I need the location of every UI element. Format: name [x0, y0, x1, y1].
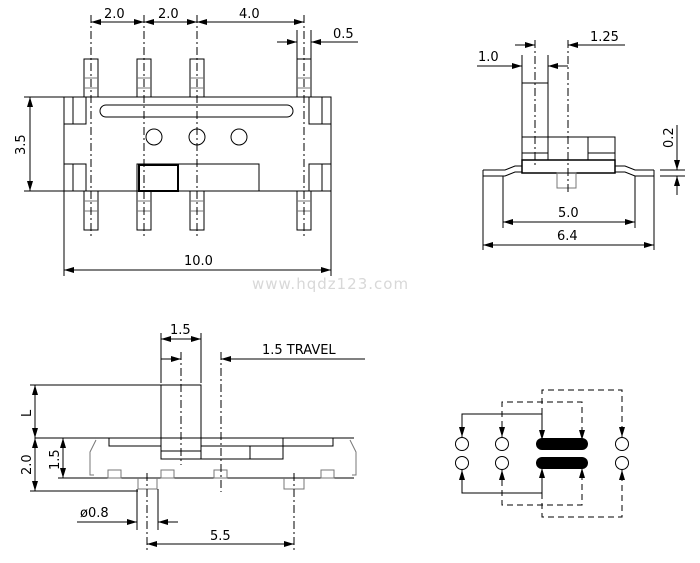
dim-travel: 1.5 TRAVEL [262, 343, 336, 358]
dim-pitch-2: 2.0 [158, 7, 179, 22]
watermark: www.hqdz123.com [252, 275, 409, 293]
dim-housing-height: 1.5 [48, 449, 63, 470]
actuator-knob [138, 164, 179, 192]
housing [35, 437, 354, 479]
dim-thickness: 0.2 [662, 127, 677, 148]
terminal-arrows [459, 427, 625, 480]
top-view: 2.0 2.0 4.0 0.5 3.5 10.0 [14, 7, 358, 276]
dim-pitch-3: 4.0 [239, 7, 260, 22]
corner-tabs [63, 96, 332, 192]
dim-peg-diameter: ø0.8 [80, 506, 109, 521]
dim-body-height: 2.0 [20, 454, 35, 475]
dim-actuator-length: L [20, 409, 35, 417]
dim-peg-spacing: 5.5 [210, 529, 231, 544]
dim-offset: 1.25 [590, 30, 619, 45]
contact-bridge [536, 438, 588, 450]
dim-length: 10.0 [184, 254, 213, 269]
dim-pitch-1: 2.0 [104, 7, 125, 22]
dim-actuator-width: 1.5 [170, 323, 191, 338]
dim-pad-span: 5.0 [558, 206, 579, 221]
contact-bridge [536, 457, 588, 469]
terminals [455, 437, 629, 470]
lead-left [482, 165, 522, 177]
actuator [136, 163, 260, 192]
circuit-schematic [455, 389, 629, 518]
pins [83, 15, 312, 238]
dim-overall-width: 6.4 [557, 229, 578, 244]
dimensions: 1.5 1.5 TRAVEL L 2.0 1.5 ø0.8 5.5 [20, 323, 365, 547]
peg [556, 172, 577, 189]
position-3-link [541, 389, 623, 518]
dim-actuator-width: 1.0 [478, 50, 499, 65]
dim-pin-width: 0.5 [333, 27, 354, 42]
hole [145, 128, 163, 146]
dim-height: 3.5 [14, 134, 29, 155]
housing-edges [89, 439, 357, 476]
dimensions: 2.0 2.0 4.0 0.5 3.5 10.0 [14, 7, 358, 276]
hole [230, 128, 248, 146]
dimensions: 1.0 1.25 0.2 5.0 6.4 [477, 30, 685, 250]
side-view: 1.0 1.25 0.2 5.0 6.4 [477, 30, 685, 250]
lead-right [615, 165, 655, 177]
front-view: 1.5 1.5 TRAVEL L 2.0 1.5 ø0.8 5.5 [20, 323, 365, 550]
